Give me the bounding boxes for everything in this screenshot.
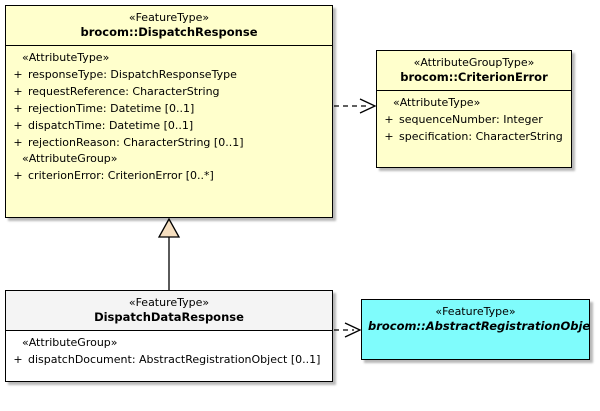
- attribute-text: rejectionTime: Datetime [0..1]: [28, 102, 195, 115]
- attribute-group-label: «AttributeType»: [22, 51, 110, 64]
- visibility-marker: +: [13, 85, 23, 98]
- class-box-abstract-registration-object[interactable]: «FeatureType» brocom::AbstractRegistrati…: [361, 299, 590, 360]
- attribute-row[interactable]: + dispatchTime: Datetime [0..1]: [8, 117, 330, 134]
- visibility-marker: +: [13, 68, 23, 81]
- attribute-row[interactable]: + specification: CharacterString: [379, 128, 569, 145]
- attribute-row[interactable]: + sequenceNumber: Integer: [379, 111, 569, 128]
- attribute-text: sequenceNumber: Integer: [399, 113, 543, 126]
- class-name: brocom::CriterionError: [400, 70, 548, 84]
- class-name: brocom::DispatchResponse: [80, 25, 258, 39]
- attribute-group-label: «AttributeGroup»: [22, 336, 118, 349]
- attribute-group-label: «AttributeType»: [393, 96, 481, 109]
- class-box-dispatch-response[interactable]: «FeatureType» brocom::DispatchResponse «…: [5, 5, 333, 218]
- class-name: DispatchDataResponse: [94, 310, 244, 324]
- attribute-row[interactable]: + dispatchDocument: AbstractRegistration…: [8, 351, 330, 368]
- attribute-row[interactable]: + requestReference: CharacterString: [8, 83, 330, 100]
- class-header: «AttributeGroupType» brocom::CriterionEr…: [377, 51, 571, 91]
- class-attribute-compartment: «AttributeGroup» + dispatchDocument: Abs…: [6, 331, 332, 373]
- class-header: «FeatureType» brocom::AbstractRegistrati…: [362, 300, 589, 339]
- class-stereotype: «FeatureType»: [435, 305, 516, 318]
- class-name: brocom::AbstractRegistrationObject: [368, 319, 590, 333]
- attribute-text: specification: CharacterString: [399, 130, 563, 143]
- generalization-dispatchdataresponse-dispatchresponse[interactable]: [157, 217, 181, 290]
- visibility-marker: +: [13, 136, 23, 149]
- attribute-text: rejectionReason: CharacterString [0..1]: [28, 136, 244, 149]
- attribute-text: responseType: DispatchResponseType: [28, 68, 237, 81]
- dependency-dispatchresponse-criterionerror[interactable]: [334, 98, 377, 114]
- class-stereotype: «FeatureType»: [128, 296, 210, 309]
- class-box-criterion-error[interactable]: «AttributeGroupType» brocom::CriterionEr…: [376, 50, 572, 168]
- open-arrowhead: [359, 98, 377, 114]
- attribute-row[interactable]: + responseType: DispatchResponseType: [8, 66, 330, 83]
- attribute-row[interactable]: + criterionError: CriterionError [0..*]: [8, 167, 330, 184]
- visibility-marker: +: [13, 169, 23, 182]
- dependency-dispatchdataresponse-abstractregistrationobject[interactable]: [334, 322, 362, 338]
- open-arrowhead: [344, 322, 362, 338]
- attribute-row[interactable]: + rejectionReason: CharacterString [0..1…: [8, 134, 330, 151]
- attribute-text: dispatchDocument: AbstractRegistrationOb…: [28, 353, 321, 366]
- attribute-text: criterionError: CriterionError [0..*]: [28, 169, 214, 182]
- class-attribute-compartment: «AttributeType» + sequenceNumber: Intege…: [377, 91, 571, 150]
- attribute-text: dispatchTime: Datetime [0..1]: [28, 119, 194, 132]
- class-header: «FeatureType» DispatchDataResponse: [6, 291, 332, 331]
- visibility-marker: +: [13, 119, 23, 132]
- attribute-row[interactable]: + rejectionTime: Datetime [0..1]: [8, 100, 330, 117]
- hollow-triangle-arrowhead: [157, 217, 181, 238]
- class-attribute-compartment: «AttributeType» + responseType: Dispatch…: [6, 46, 332, 189]
- visibility-marker: +: [13, 353, 23, 366]
- attribute-group-label: «AttributeGroup»: [22, 152, 118, 165]
- class-stereotype: «AttributeGroupType»: [413, 56, 535, 69]
- attribute-text: requestReference: CharacterString: [28, 85, 220, 98]
- visibility-marker: +: [13, 102, 23, 115]
- visibility-marker: +: [384, 130, 394, 143]
- class-stereotype: «FeatureType»: [128, 11, 210, 24]
- class-header: «FeatureType» brocom::DispatchResponse: [6, 6, 332, 46]
- class-box-dispatch-data-response[interactable]: «FeatureType» DispatchDataResponse «Attr…: [5, 290, 333, 382]
- visibility-marker: +: [384, 113, 394, 126]
